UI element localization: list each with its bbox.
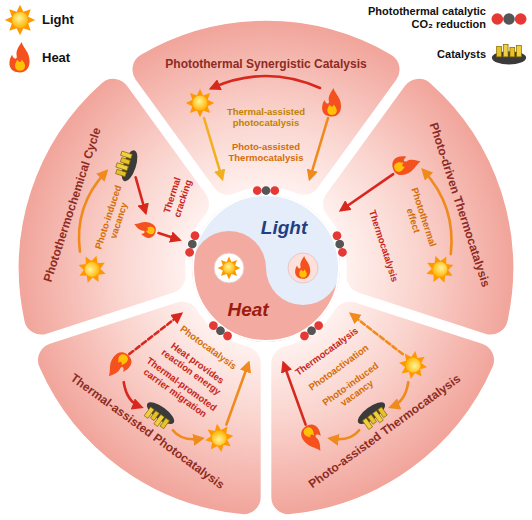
legend-text: Photothermal catalytic CO₂ reduction	[346, 5, 486, 30]
thermal-assisted-petal-art	[96, 285, 285, 468]
sun-icon	[393, 345, 433, 385]
light-arrow	[172, 422, 201, 447]
heat-arrow	[159, 233, 179, 239]
legend-icon	[492, 45, 526, 65]
sun-icon	[186, 89, 215, 118]
light-arrow	[310, 118, 328, 178]
fire-icon	[322, 88, 341, 117]
legend-swatch	[490, 42, 528, 66]
light-arrow	[204, 118, 222, 178]
light-arrow	[212, 364, 263, 425]
co2-molecule	[253, 186, 279, 195]
taiji-dots	[214, 253, 318, 283]
legend-icon	[5, 5, 35, 35]
fire-icon	[131, 218, 157, 239]
heat-arrow	[269, 364, 320, 425]
taiji-dots	[214, 253, 244, 283]
petal-title: Photothermal Synergistic Catalysis	[165, 58, 366, 72]
photo-driven-petal-art	[315, 148, 468, 312]
legend-icon	[9, 42, 29, 72]
sun-icon	[199, 418, 239, 458]
light-half	[192, 194, 340, 305]
fire-icon	[298, 421, 330, 455]
taiji-dots	[288, 253, 318, 283]
fire-icon	[295, 256, 310, 279]
cycle-petal-art	[62, 141, 218, 311]
photo-assisted-petal-art	[252, 282, 441, 465]
fire-icon	[103, 349, 135, 383]
arrow-label: Photo-assisted Thermocatalysis	[220, 142, 312, 164]
sun-icon	[422, 251, 458, 287]
light-heat-taiji: LightHeat	[192, 194, 340, 342]
petal-shape	[271, 301, 495, 515]
heat-arrow	[129, 304, 180, 365]
petal-shape	[322, 78, 514, 335]
illustration	[62, 76, 468, 468]
legend-text: Heat	[42, 51, 70, 66]
heat-arrow	[126, 177, 154, 212]
heat-half	[192, 194, 340, 342]
co2-molecule	[184, 230, 200, 258]
legend-swatch	[4, 42, 36, 74]
sun-icon	[74, 251, 110, 287]
legend-icon	[492, 13, 527, 25]
taiji-rim	[193, 195, 339, 341]
legend-text: Light	[42, 13, 74, 28]
co2-molecule	[207, 319, 233, 342]
arrow-label: Thermal-assisted photocatalysis	[220, 107, 312, 129]
light-arrow	[386, 382, 415, 407]
co2-molecule	[331, 230, 347, 258]
synergistic-petal-art	[186, 76, 341, 195]
heat-arrow	[117, 382, 146, 407]
fire-icon	[390, 151, 423, 178]
catalyst-icon	[355, 399, 392, 433]
photothermal-arrow	[424, 167, 461, 254]
petal-shape	[18, 78, 210, 335]
sun-icon	[218, 257, 241, 280]
taiji-label: Heat	[227, 299, 268, 321]
catalyst-icon	[140, 399, 177, 433]
legend-swatch	[4, 4, 36, 36]
heat-arrow	[212, 76, 320, 88]
heat-arrow	[336, 174, 399, 210]
petal-shape	[37, 301, 261, 515]
light-arrow	[331, 422, 360, 447]
catalyst-icon	[113, 147, 141, 184]
legend-swatch	[490, 12, 528, 26]
taiji-label: Light	[261, 217, 307, 239]
photoactivation-arrow	[352, 304, 403, 365]
light-arrow	[70, 169, 105, 252]
legend-text: Catalysts	[437, 48, 486, 61]
co2-molecule	[298, 319, 324, 342]
